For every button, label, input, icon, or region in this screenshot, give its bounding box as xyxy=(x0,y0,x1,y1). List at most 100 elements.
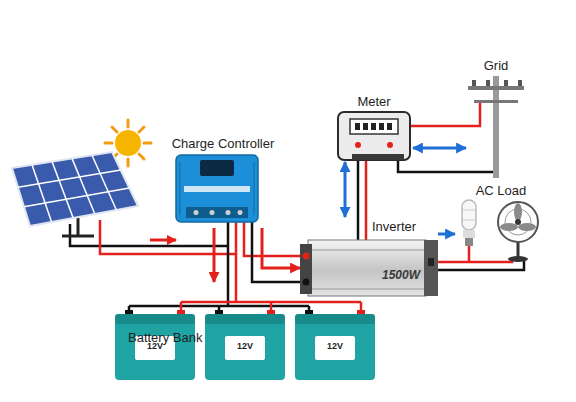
sun-icon xyxy=(115,130,141,156)
inverter-device xyxy=(308,240,426,296)
charge-controller-device xyxy=(226,210,231,215)
fan-icon xyxy=(514,203,522,221)
flow-arrow xyxy=(344,162,347,217)
flow-arrow xyxy=(262,228,300,268)
meter-node: Meter xyxy=(335,94,413,162)
solar-panel xyxy=(92,155,116,210)
solar-panel xyxy=(18,155,129,222)
fan-icon xyxy=(517,242,520,258)
charge-controller-device xyxy=(176,155,258,222)
charge-controller-device xyxy=(200,160,234,176)
meter-device xyxy=(352,154,404,160)
bulb-icon xyxy=(463,210,475,211)
battery-lid xyxy=(205,314,285,324)
battery-label-plate xyxy=(315,336,355,360)
sun-icon xyxy=(144,142,151,145)
inverter-device xyxy=(428,258,434,266)
grid-pole xyxy=(468,86,524,90)
flow-arrow xyxy=(438,233,455,236)
fan-icon xyxy=(515,219,521,225)
panel-wires xyxy=(100,220,236,254)
charge-controller-device xyxy=(180,162,181,215)
fan-icon xyxy=(518,223,536,231)
component-label: Meter xyxy=(357,94,390,110)
inverter-device xyxy=(300,244,312,294)
sun-icon xyxy=(139,127,144,132)
device-rating: 1500W xyxy=(382,268,420,282)
meter-device xyxy=(387,123,392,130)
controller-wires xyxy=(235,222,238,302)
meter-wires xyxy=(398,160,493,172)
solar-panel xyxy=(52,162,73,218)
solar-panel xyxy=(12,152,138,226)
inverter-device xyxy=(303,279,310,286)
grid-pole xyxy=(504,80,508,86)
grid-pole xyxy=(486,80,490,86)
controller-wires xyxy=(228,222,300,306)
inverter-device xyxy=(303,253,310,260)
battery-wires xyxy=(129,302,361,312)
battery-lid xyxy=(295,314,375,324)
load-wires xyxy=(438,246,512,262)
inverter-node: Inverter xyxy=(300,217,438,300)
meter-wires xyxy=(357,160,360,240)
charge-controller-device xyxy=(254,162,255,215)
fan-icon xyxy=(498,202,538,242)
grid-pole xyxy=(474,100,518,103)
charge-controller-device xyxy=(194,210,199,215)
meter-wires xyxy=(410,103,480,126)
flow-arrow xyxy=(213,228,216,282)
fan-icon xyxy=(500,223,518,231)
charge-controller-device xyxy=(184,186,250,192)
meter-device xyxy=(371,123,376,130)
meter-device xyxy=(379,123,384,130)
sun-icon xyxy=(127,159,130,166)
component-label: Grid xyxy=(484,58,509,74)
battery-lid xyxy=(115,314,195,324)
solar-panel xyxy=(12,152,138,236)
battery-body xyxy=(115,318,195,380)
inverter-device xyxy=(310,289,424,290)
sun-icon xyxy=(112,127,117,132)
controller-wires xyxy=(252,222,300,282)
grid-pole xyxy=(472,80,476,86)
connector-group xyxy=(214,148,466,282)
battery-bank-node: 12V12V12VBattery Bank xyxy=(112,282,378,386)
battery-node: 12V xyxy=(205,310,285,380)
component-label: Charge Controller xyxy=(172,136,275,152)
meter-device xyxy=(363,123,368,130)
bulb-icon xyxy=(465,238,473,246)
sun-icon xyxy=(105,142,112,145)
solar-panel xyxy=(62,235,94,238)
charge-controller-device xyxy=(238,210,243,215)
component-label: AC Load xyxy=(476,183,527,199)
meter-device xyxy=(355,123,360,130)
inverter-device xyxy=(310,250,424,251)
inverter-device xyxy=(424,240,438,296)
bulb-icon xyxy=(462,200,476,230)
grid-pole xyxy=(493,76,499,178)
charge-controller-device xyxy=(176,155,258,222)
solar-panel xyxy=(32,165,52,222)
meter-device xyxy=(355,142,361,148)
battery-voltage: 12V xyxy=(327,341,343,352)
grid-pole xyxy=(468,76,524,178)
sun-icon xyxy=(127,120,130,127)
charge-controller-node: Charge Controller xyxy=(168,136,279,228)
battery-voltage: 12V xyxy=(237,341,253,352)
component-label: Inverter xyxy=(372,219,416,235)
grid-pole xyxy=(518,80,522,86)
meter-device xyxy=(338,112,410,160)
battery-node: 12V xyxy=(295,310,375,380)
meter-device xyxy=(338,112,410,160)
meter-wires xyxy=(365,160,368,240)
bulb-icon xyxy=(462,200,476,246)
meter-device xyxy=(387,142,393,148)
meter-device xyxy=(350,119,398,134)
component-label: Battery Bank xyxy=(128,330,202,346)
solar-panel xyxy=(72,158,95,214)
flow-arrow xyxy=(413,147,466,150)
ac-load-node: AC Load xyxy=(455,183,547,264)
